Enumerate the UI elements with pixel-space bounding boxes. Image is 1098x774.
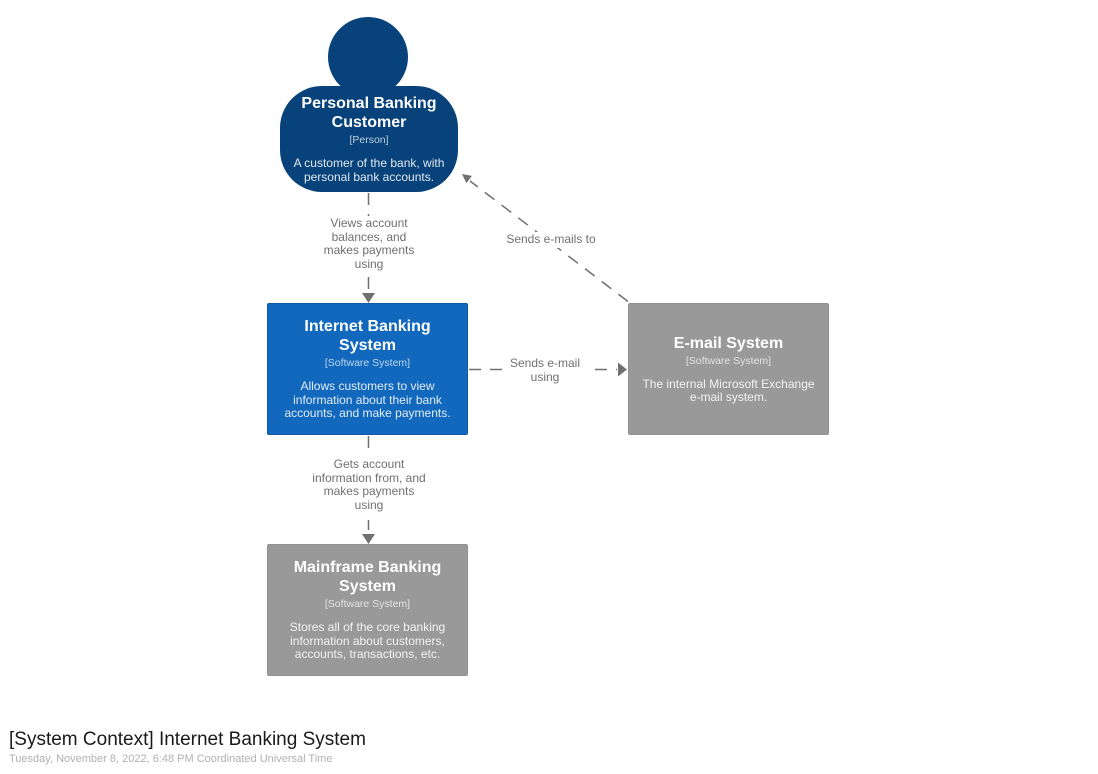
node-internet-banking-system[interactable]: Internet Banking System [Software System…	[267, 303, 468, 435]
edge-email-to-customer-arrowhead	[462, 174, 472, 184]
diagram-timestamp: Tuesday, November 8, 2022, 6:48 PM Coord…	[9, 753, 333, 765]
node-meta: [Software System]	[324, 357, 411, 370]
node-title: E-mail System	[673, 334, 784, 352]
edge-ibs-to-mainframe-arrowhead	[362, 534, 375, 544]
edge-label-sends-emails-to: Sends e-mails to	[504, 232, 598, 248]
node-meta: [Software System]	[324, 598, 411, 611]
edge-label-views-account-balances: Views account balances, and makes paymen…	[313, 216, 425, 272]
node-description: The internal Microsoft Exchange e-mail s…	[642, 376, 815, 404]
edge-label-sends-email-using: Sends e-mail using	[502, 356, 588, 385]
node-title: Mainframe Banking System	[293, 559, 442, 596]
node-title: Personal Banking Customer	[301, 95, 437, 131]
edge-label-gets-account-information: Gets account information from, and makes…	[308, 457, 430, 513]
node-personal-banking-customer[interactable]: Personal Banking Customer [Person] A cus…	[280, 86, 458, 192]
person-head-icon[interactable]	[328, 17, 408, 97]
node-description: Allows customers to view information abo…	[284, 379, 451, 421]
edge-customer-to-ibs-arrowhead	[362, 293, 375, 303]
node-title: Internet Banking System	[304, 318, 431, 355]
diagram-title: [System Context] Internet Banking System	[9, 729, 366, 750]
node-description: Stores all of the core banking informati…	[289, 620, 446, 662]
node-mainframe-banking-system[interactable]: Mainframe Banking System [Software Syste…	[267, 544, 468, 676]
node-email-system[interactable]: E-mail System [Software System] The inte…	[628, 303, 829, 435]
diagram-footer: [System Context] Internet Banking System…	[9, 728, 366, 765]
node-meta: [Person]	[349, 134, 389, 146]
node-description: A customer of the bank, with personal ba…	[293, 156, 445, 184]
edge-ibs-to-email-arrowhead	[618, 362, 627, 377]
node-meta: [Software System]	[685, 354, 772, 367]
